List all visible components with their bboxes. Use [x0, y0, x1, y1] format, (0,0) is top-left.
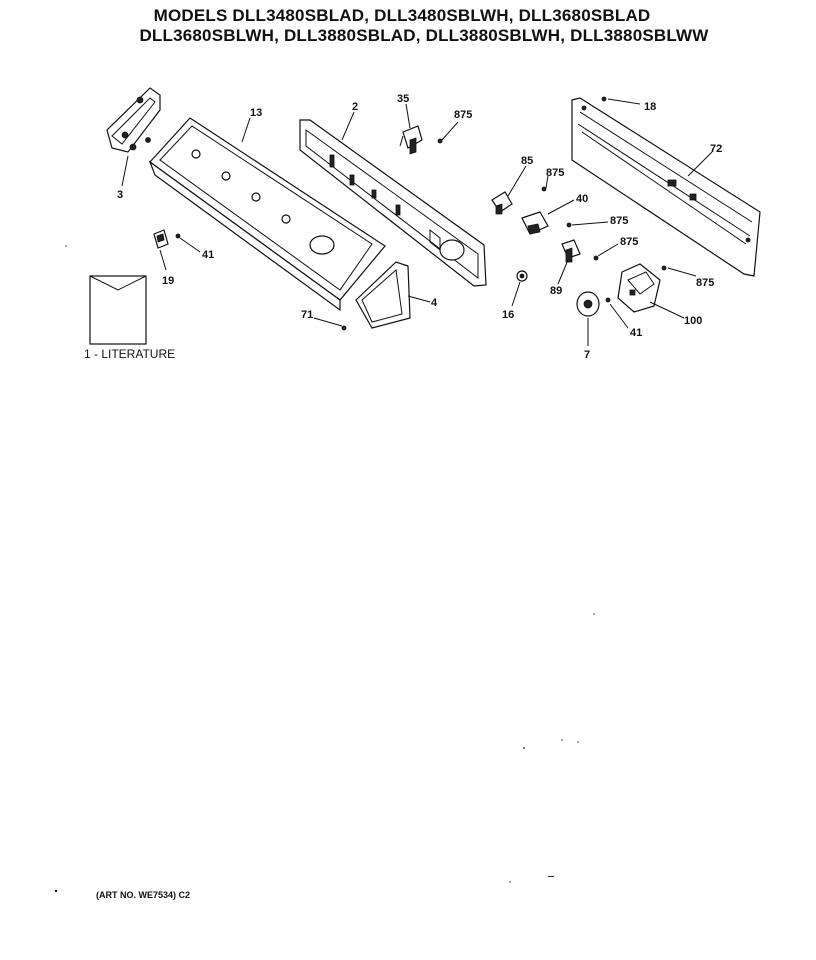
part-3-endcap[interactable]	[106, 87, 161, 153]
callout-89: 89	[550, 285, 562, 297]
callout-19: 19	[162, 275, 174, 287]
callout-875-b: 875	[546, 167, 564, 179]
part-16-button[interactable]	[516, 270, 528, 282]
callout-16: 16	[502, 309, 514, 321]
callout-2: 2	[352, 101, 358, 113]
part-100-timer[interactable]	[617, 263, 661, 313]
diagram-title-line-2: DLL3680SBLWH, DLL3880SBLAD, DLL3880SBLWH…	[139, 26, 709, 45]
part-13-console[interactable]	[148, 117, 386, 312]
part-2-control-panel[interactable]	[299, 119, 487, 287]
callout-875-e: 875	[696, 277, 714, 289]
callout-100: 100	[684, 315, 702, 327]
callout-875-d: 875	[620, 236, 638, 248]
callout-85: 85	[521, 155, 533, 167]
callout-71: 71	[301, 309, 313, 321]
callout-18: 18	[644, 101, 656, 113]
callout-35: 35	[397, 93, 409, 105]
scan-specks	[65, 245, 595, 883]
literature-envelope[interactable]	[89, 275, 147, 345]
callout-875-c: 875	[610, 215, 628, 227]
diagram-title-line-1: MODELS DLL3480SBLAD, DLL3480SBLWH, DLL36…	[153, 6, 651, 25]
art-number: (ART NO. WE7534) C2	[96, 890, 190, 900]
part-35-switch[interactable]	[399, 125, 423, 155]
part-7-knob[interactable]	[576, 291, 600, 317]
callout-3: 3	[117, 189, 123, 201]
part-89-switch[interactable]	[561, 239, 581, 263]
part-40-switch[interactable]	[521, 211, 549, 235]
callout-41-a: 41	[202, 249, 214, 261]
fasteners	[175, 96, 667, 331]
callout-4: 4	[431, 297, 438, 309]
callout-72: 72	[710, 143, 722, 155]
leader-lines	[121, 98, 713, 346]
part-4-endcap[interactable]	[355, 261, 411, 329]
literature-label: 1 - LITERATURE	[84, 347, 175, 361]
callout-40: 40	[576, 193, 588, 205]
part-85-switch[interactable]	[491, 191, 513, 215]
callout-7: 7	[584, 349, 590, 361]
callout-875-a: 875	[454, 109, 472, 121]
part-72-rear-panel[interactable]	[571, 97, 761, 277]
part-19-clip[interactable]	[153, 229, 169, 249]
callout-13: 13	[250, 107, 262, 119]
callout-41-b: 41	[630, 327, 642, 339]
